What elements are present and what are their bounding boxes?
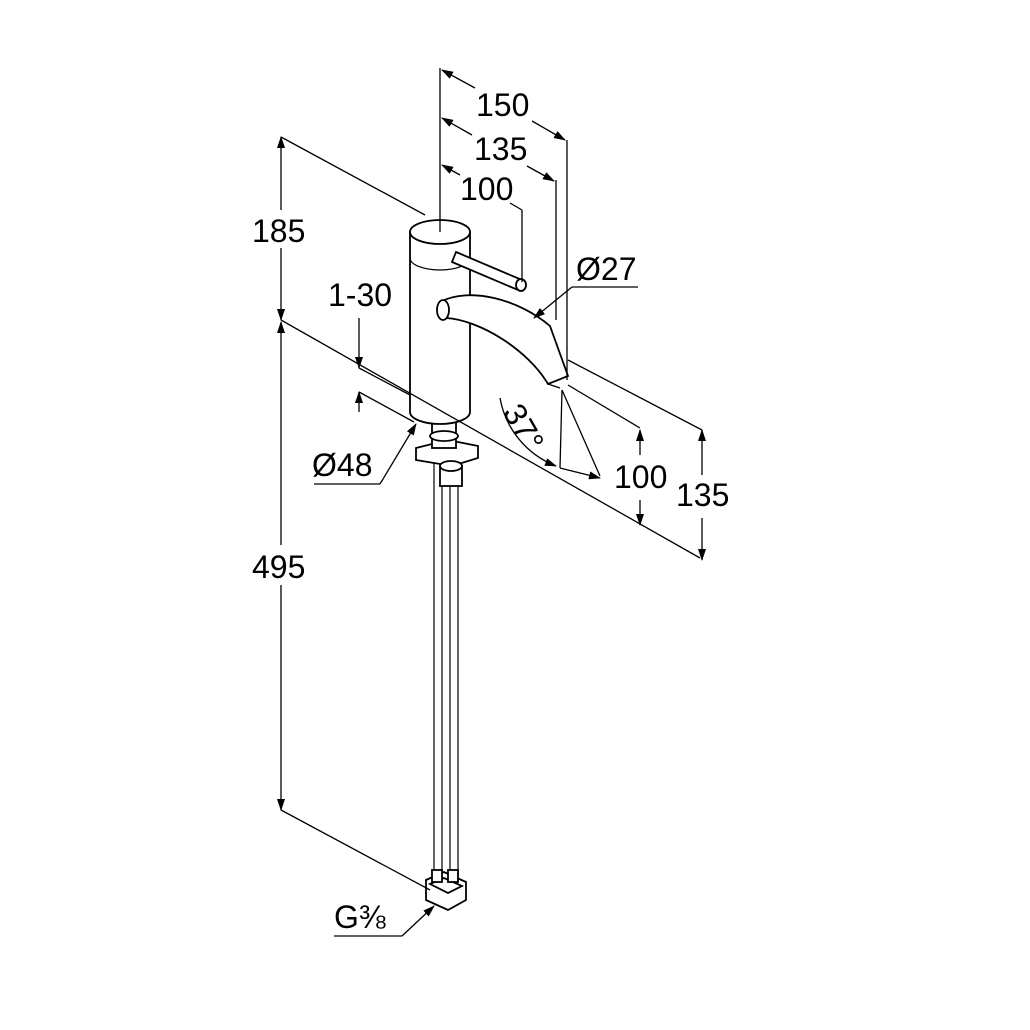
angle-label: 37° <box>496 398 551 458</box>
dimension-lines <box>277 68 706 937</box>
spout-height-135-label: 135 <box>676 477 729 513</box>
connection-thread-label: G⅜ <box>334 899 386 935</box>
faucet <box>409 219 570 912</box>
spout-height-100-label: 100 <box>614 459 667 495</box>
dim-100-top-label: 100 <box>460 171 513 207</box>
spout-diameter-label: Ø27 <box>576 251 636 287</box>
clamp-range-label: 1-30 <box>328 277 392 313</box>
height-495-label: 495 <box>252 549 305 585</box>
hose-fittings <box>425 869 467 912</box>
dim-150-label: 150 <box>476 87 529 123</box>
dimension-labels: 150 135 100 Ø27 185 1-30 Ø48 495 37° 100… <box>252 87 729 935</box>
dim-135-top-label: 135 <box>474 131 527 167</box>
lever-handle <box>450 250 527 292</box>
base-diameter-label: Ø48 <box>312 447 372 483</box>
faucet-body <box>409 219 471 425</box>
height-185-label: 185 <box>252 213 305 249</box>
supply-hoses <box>433 440 459 880</box>
